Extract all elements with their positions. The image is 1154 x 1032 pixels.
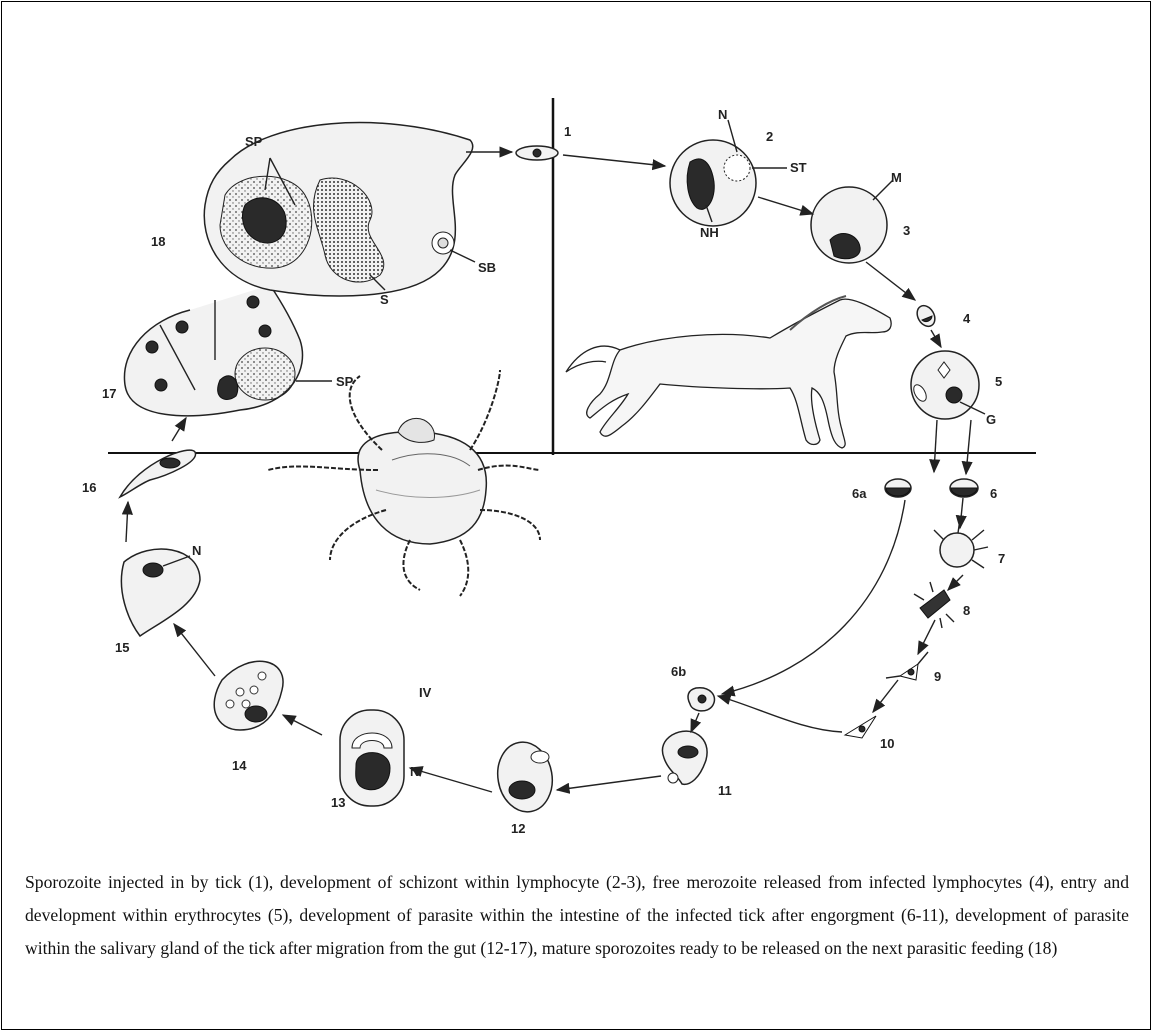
stage-label: 6 (990, 486, 997, 501)
stage-label: 8 (963, 603, 970, 618)
sporozoite-label: S (380, 292, 389, 307)
nucleus-label: N (410, 764, 419, 779)
stage-label: 6b (671, 664, 686, 679)
stage-label: 18 (151, 234, 165, 249)
stage-label: 17 (102, 386, 116, 401)
stage-12-kinete (492, 738, 557, 816)
stage-15-sporoblast (121, 549, 200, 636)
stage-10-kinete (845, 716, 876, 738)
nucleus-label: N (718, 107, 727, 122)
stage-11-zygote (662, 731, 707, 784)
sporozoite-body-label: SB (478, 260, 496, 275)
stage-label: 11 (718, 783, 732, 798)
sporoblast-label: SP (336, 374, 354, 389)
stage-6-gamete (950, 479, 978, 497)
figure-caption: Sporozoite injected in by tick (1), deve… (25, 866, 1129, 965)
stage-label: 12 (511, 821, 525, 836)
stage-1-sporozoite (516, 146, 558, 160)
horse-illustration (566, 296, 891, 448)
stage-label: 3 (903, 223, 910, 238)
merozoite-label: M (891, 170, 902, 185)
stage-7-ray-body (934, 519, 988, 568)
stage-label: 15 (115, 640, 129, 655)
stage-9-kinete (886, 652, 928, 680)
stage-14-salivary-stage (214, 661, 283, 730)
stage-label: 10 (880, 736, 894, 751)
stage-label: 1 (564, 124, 571, 139)
stage-6b-zygote (688, 688, 714, 711)
stage-17-salivary-acinus (124, 285, 332, 416)
stage-label: 14 (232, 758, 247, 773)
nucleus-label: N (192, 543, 201, 558)
gamont-label: G (986, 412, 996, 427)
life-cycle-diagram: 1 2 3 4 5 6a 6 7 8 9 10 6b 11 12 13 14 1… (0, 0, 1154, 850)
stage-label: 2 (766, 129, 773, 144)
stage-6a-gamete (885, 479, 911, 497)
stage-3-schizont (811, 180, 893, 263)
stage-label: 6a (852, 486, 867, 501)
inclusion-vacuole-label: IV (419, 685, 432, 700)
stage-label: 16 (82, 480, 96, 495)
tick-illustration (268, 370, 540, 596)
stage-label: 13 (331, 795, 345, 810)
schizont-label: ST (790, 160, 807, 175)
stage-13-kinete (340, 710, 404, 806)
stage-4-merozoite (914, 302, 939, 329)
stage-label: 7 (998, 551, 1005, 566)
stage-5-erythrocyte (911, 351, 985, 419)
stage-label: 5 (995, 374, 1002, 389)
stage-label: 4 (963, 311, 971, 326)
stage-label: 9 (934, 669, 941, 684)
stage-16-sporoblast (120, 450, 195, 497)
sporoblast-label: SP (245, 134, 263, 149)
host-nucleus-label: NH (700, 225, 719, 240)
